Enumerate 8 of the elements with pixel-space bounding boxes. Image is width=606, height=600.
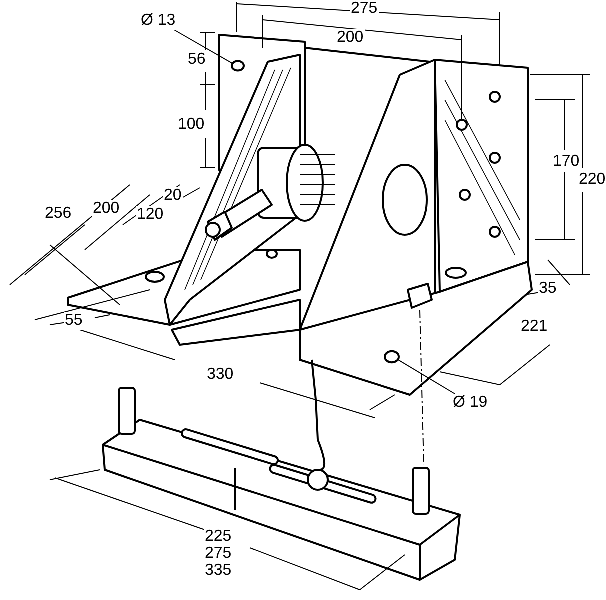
dimension-label: 200: [92, 200, 121, 218]
dimension-label: 55: [64, 312, 84, 330]
diameter-label: Ø 13: [140, 12, 177, 30]
leader-line: [174, 30, 234, 64]
mounting-hole: [231, 60, 245, 72]
leader-line: [398, 359, 456, 394]
dimension-label: 20: [163, 187, 183, 205]
mounting-hole: [384, 350, 400, 364]
